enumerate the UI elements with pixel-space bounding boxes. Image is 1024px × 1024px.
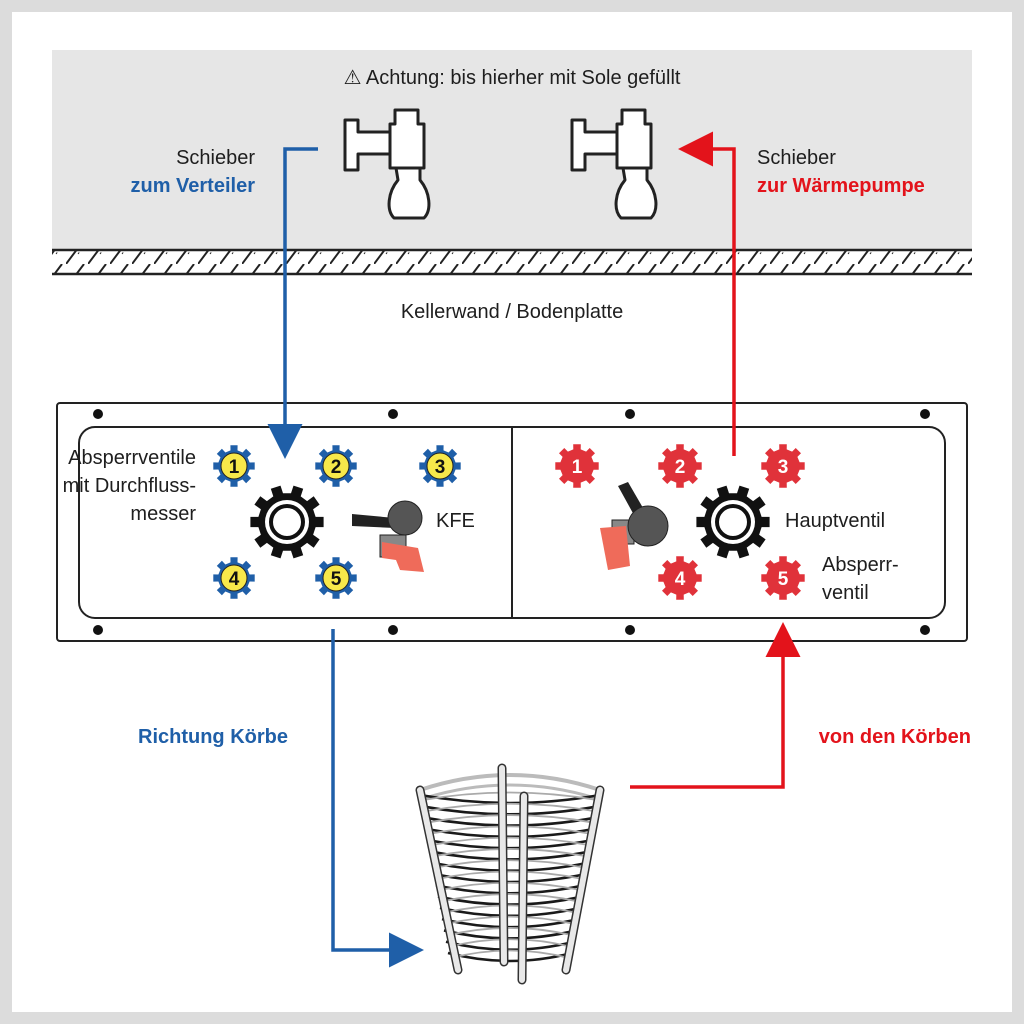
distributor-valve-4: 4 xyxy=(213,557,255,599)
distributor-valve-5: 5 xyxy=(315,557,357,599)
kfe-valve xyxy=(352,500,424,572)
distributor-valve-number: 1 xyxy=(229,457,240,478)
gate-valve-distributor xyxy=(343,108,431,220)
return-valve-number: 4 xyxy=(675,569,686,590)
distributor-valve-1: 1 xyxy=(213,445,255,487)
flow-in-label: von den Körben xyxy=(819,726,971,748)
left-manifold-label-1: Absperrventile xyxy=(68,447,196,469)
left-manifold-label-3: messer xyxy=(130,503,196,525)
mounting-holes xyxy=(93,409,930,635)
warning-text: ⚠ Achtung: bis hierher mit Sole gefüllt xyxy=(344,67,681,89)
handle-valve xyxy=(600,482,669,570)
return-valve-number: 2 xyxy=(675,457,686,478)
geothermal-basket xyxy=(415,763,605,985)
return-valve-number: 3 xyxy=(778,457,789,478)
gate-valve-heatpump xyxy=(570,108,658,220)
return-valve-1: 1 xyxy=(555,444,599,488)
distributor-valve-3: 3 xyxy=(419,445,461,487)
wall-label: Kellerwand / Bodenplatte xyxy=(401,301,623,323)
right-main-gear xyxy=(696,485,770,559)
distributor-valve-number: 2 xyxy=(331,457,342,478)
left-main-gear xyxy=(250,485,324,559)
return-flow-arrow xyxy=(678,131,736,456)
distributor-valve-2: 2 xyxy=(315,445,357,487)
return-valve-3: 3 xyxy=(761,444,805,488)
right-slider-target: zur Wärmepumpe xyxy=(757,175,925,197)
brine-filled-zone xyxy=(52,50,972,250)
return-valve-2: 2 xyxy=(658,444,702,488)
distributor-valve-number: 5 xyxy=(331,569,342,590)
left-slider-target: zum Verteiler xyxy=(130,175,255,197)
manifold-gears xyxy=(250,485,770,559)
distributor-valve-number: 3 xyxy=(435,457,446,478)
flow-out-label: Richtung Körbe xyxy=(138,726,288,748)
wall-hatch xyxy=(52,250,972,274)
return-valve-number: 5 xyxy=(778,569,789,590)
kfe-label: KFE xyxy=(436,510,475,532)
return-valve-number: 1 xyxy=(572,457,583,478)
shutoff-valve-label-1: Absperr- xyxy=(822,554,899,576)
basket-flow-arrow xyxy=(331,629,424,968)
return-valve-5: 5 xyxy=(761,556,805,600)
left-slider-label: Schieber xyxy=(176,147,255,169)
left-manifold-label-2: mit Durchfluss- xyxy=(63,475,196,497)
right-slider-label: Schieber xyxy=(757,147,836,169)
shutoff-valve-label-2: ventil xyxy=(822,582,869,604)
basket-return-arrow xyxy=(630,622,801,789)
return-valve-4: 4 xyxy=(658,556,702,600)
main-valve-label: Hauptventil xyxy=(785,510,885,532)
distributor-valve-number: 4 xyxy=(229,569,240,590)
supply-flow-arrow xyxy=(267,147,318,459)
valve-markers: 1 2 3 4 5 1 2 3 4 5 xyxy=(213,444,805,600)
